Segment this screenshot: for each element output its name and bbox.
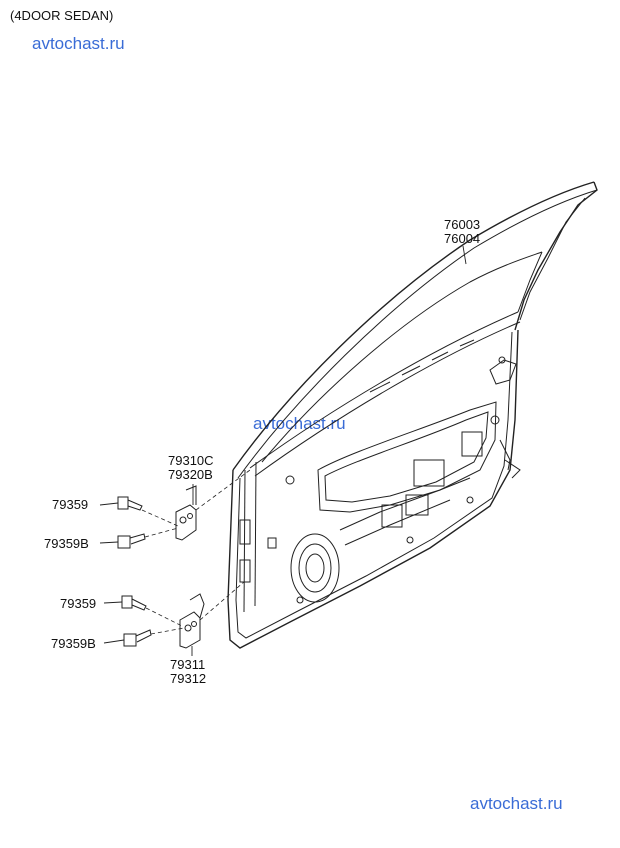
- bolt-lower-a-part-number: 79359: [60, 596, 97, 611]
- assembly-line-5: [150, 627, 185, 635]
- upper-hinge: [175, 485, 197, 541]
- bolt-79359b-lower: [123, 629, 152, 647]
- watermark-bottom: avtochast.ru: [470, 794, 563, 813]
- diagram-title: (4DOOR SEDAN): [10, 8, 114, 23]
- bolt-lower-b-part-number: 79359B: [51, 636, 96, 651]
- assembly-line-6: [199, 581, 245, 621]
- bolt-lower-b-leader: [103, 639, 125, 644]
- bolt-79359b-upper: [117, 533, 146, 549]
- bolt-79359-lower: [121, 595, 147, 611]
- bolt-upper-a-part-number: 79359: [52, 497, 89, 512]
- assembly-line-4: [145, 607, 183, 627]
- assembly-line-2: [144, 527, 179, 538]
- assembly-line-1: [141, 509, 179, 527]
- watermark-top: avtochast.ru: [32, 34, 125, 53]
- bolt-upper-a-leader: [99, 502, 119, 506]
- lower-hinge-part-number-1: 79311: [170, 657, 206, 672]
- door-leader: [462, 245, 467, 265]
- lower-hinge-part-number-2: 79312: [170, 671, 207, 686]
- bolt-upper-b-part-number: 79359B: [44, 536, 89, 551]
- upper-hinge-part-number-2: 79320B: [168, 467, 213, 482]
- assembly-line-3: [195, 469, 251, 511]
- lower-hinge: [179, 593, 205, 649]
- door-part-number-2: 76004: [444, 231, 481, 246]
- upper-hinge-part-number-1: 79310C: [168, 453, 214, 468]
- bolt-79359-upper: [117, 496, 143, 511]
- bolt-lower-a-leader: [103, 601, 123, 604]
- door-panel: [227, 181, 598, 649]
- bolt-upper-b-leader: [99, 541, 119, 544]
- door-part-number-1: 76003: [444, 217, 481, 232]
